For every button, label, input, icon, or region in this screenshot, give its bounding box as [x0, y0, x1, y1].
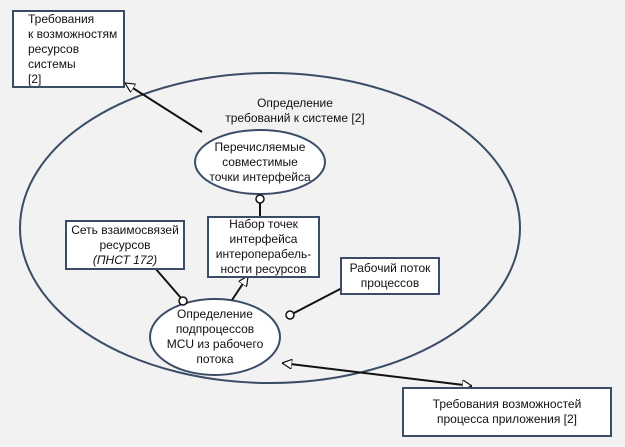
connector-subprocess-to-interface [231, 276, 249, 301]
process-req-box: Требования возможностей процесса приложе… [402, 387, 612, 437]
enumerated-points-ellipse-shape [194, 129, 326, 195]
define-requirements-label: Определение требований к системе [2] [210, 95, 380, 127]
subprocess-line: Определение [177, 307, 253, 321]
connector-end-circle [178, 296, 188, 306]
workflow-line: Рабочий поток [349, 261, 431, 275]
enumerated-points-ellipse: Перечисляемые совместимые точки интерфей… [198, 136, 322, 188]
interface-set-line: интероперабель- [215, 247, 312, 261]
enumerated-points-line: точки интерфейса [209, 169, 311, 184]
connector-end-circle [255, 194, 265, 204]
subprocess-ellipse: Определение подпроцессов MCU из рабочего… [153, 305, 277, 369]
system-requirements-ellipse [19, 72, 521, 384]
enumerated-points-line: совместимые [222, 154, 298, 169]
workflow-line: процессов [360, 276, 420, 290]
connector-end-circle [285, 310, 295, 320]
req-system-line: [2] [28, 71, 42, 86]
enumerated-points-line: Перечисляемые [214, 139, 306, 154]
req-system-line: к возможностям [28, 26, 118, 41]
connector-workflow-to-subprocess [293, 286, 345, 314]
process-req-line: Требования возможностей [432, 397, 582, 411]
process-req-line: процесса приложения [2] [436, 412, 577, 426]
req-system-box: Требования к возможностям ресурсов систе… [12, 10, 125, 88]
workflow-box: Рабочий поток процессов [340, 257, 440, 295]
define-requirements-line: Определение [257, 96, 333, 110]
connector-enumerated-to-req-system [125, 82, 203, 133]
interface-set-line: интерфейса [229, 232, 298, 246]
subprocess-line: подпроцессов [175, 322, 255, 336]
subprocess-line: MCU из рабочего [166, 337, 264, 351]
interface-set-line: Набор точек [229, 217, 298, 231]
subprocess-line: потока [196, 352, 234, 366]
resource-network-line: ресурсов [99, 237, 151, 252]
req-system-line: Требования [28, 11, 95, 26]
connector-network-to-subprocess [154, 267, 182, 299]
req-system-line: ресурсов системы [28, 41, 80, 71]
define-requirements-line: требований к системе [2] [225, 111, 365, 125]
resource-network-line: Сеть взаимосвязей [71, 222, 179, 237]
subprocess-ellipse-shape [149, 298, 281, 376]
interface-set-line: ности ресурсов [220, 262, 307, 276]
interface-set-box: Набор точек интерфейса интероперабель- н… [207, 216, 320, 278]
connector-subprocess-process-req [282, 363, 472, 386]
resource-network-box: Сеть взаимосвязей ресурсов (ПНСТ 172) [65, 220, 185, 270]
resource-network-line: (ПНСТ 172) [92, 252, 158, 267]
